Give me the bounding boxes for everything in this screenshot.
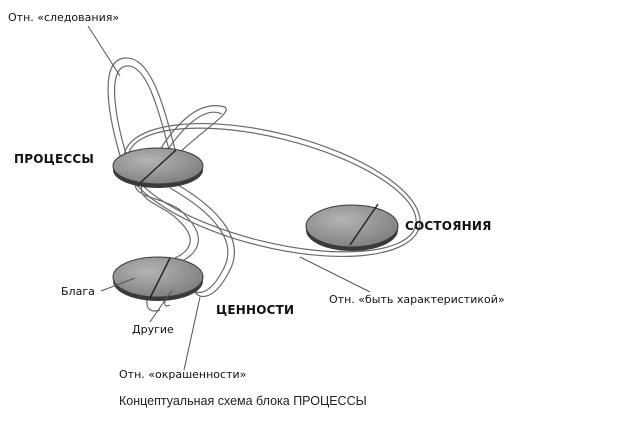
characteristic-relation-label: Отн. «быть характеристикой» [329, 293, 505, 306]
goods-label: Блага [61, 285, 95, 298]
processes-label: ПРОЦЕССЫ [14, 152, 95, 166]
processes-disc [112, 147, 204, 188]
coloring-relation-label: Отн. «окрашенности» [119, 368, 247, 381]
states-label: СОСТОЯНИЯ [405, 219, 492, 233]
diagram-caption: Концептуальная схема блока ПРОЦЕССЫ [119, 394, 367, 408]
states-disc [305, 203, 399, 251]
coloring-relation-loop [134, 174, 235, 312]
leader-lines [87, 25, 371, 371]
others-label: Другие [132, 323, 174, 336]
characteristic-relation-loop [123, 122, 421, 258]
values-disc [112, 256, 204, 301]
values-label: ЦЕННОСТИ [216, 303, 295, 317]
following-relation-label: Отн. «следования» [8, 11, 120, 24]
